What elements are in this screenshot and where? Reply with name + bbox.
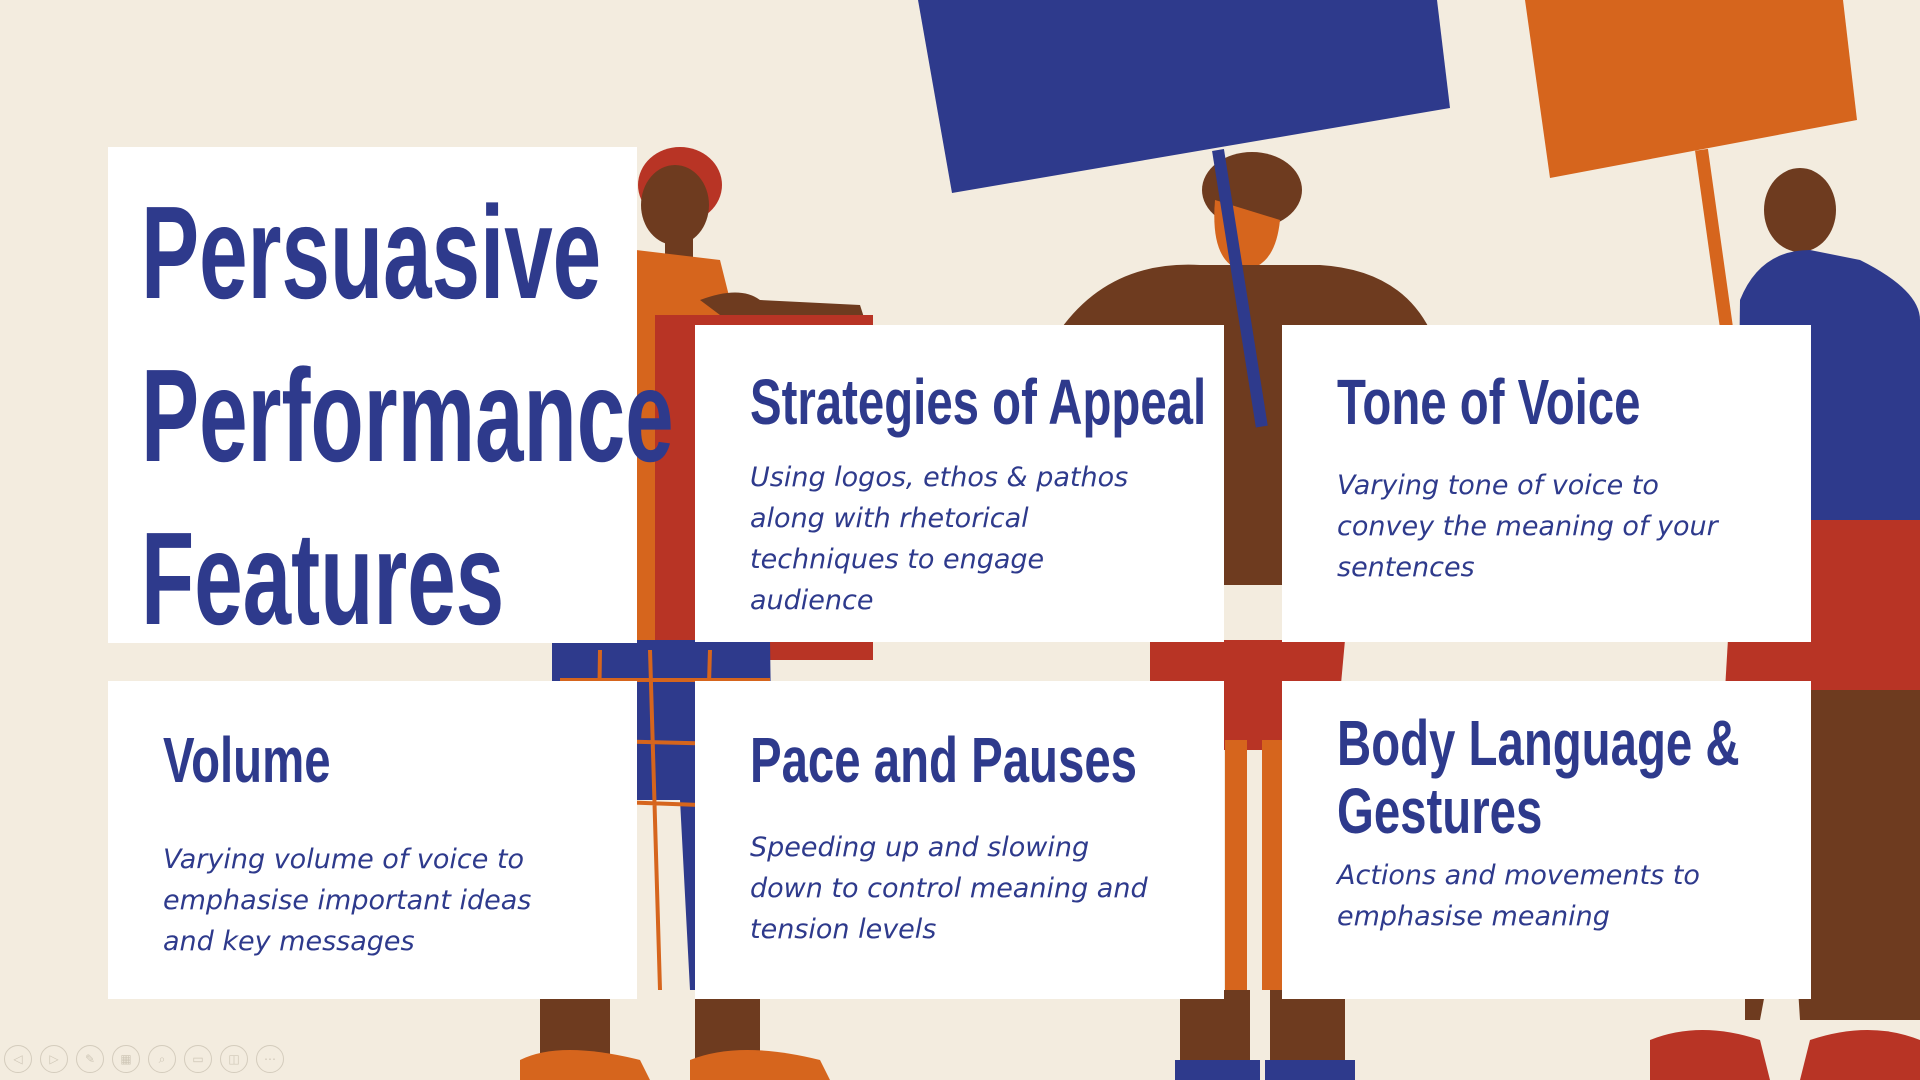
card-body: Varying volume of voice to emphasise imp… [163, 839, 531, 962]
card-heading: Volume [163, 724, 331, 796]
title-card: Persuasive Performance Features [108, 147, 674, 652]
heading-line: Gestures [1337, 775, 1543, 847]
ellipsis-icon: ⋯ [264, 1052, 276, 1066]
body-line: sentences [1337, 552, 1475, 583]
body-line: along with rhetorical [750, 503, 1029, 534]
body-line: emphasise important ideas [163, 885, 532, 916]
blue-sign [918, 0, 1450, 193]
subtitles-icon: ▭ [192, 1052, 204, 1066]
arrow-left-icon: ◁ [13, 1052, 23, 1066]
body-line: emphasise meaning [1337, 901, 1610, 932]
feature-card-tone-of-voice: Tone of Voice Varying tone of voice to c… [1282, 325, 1811, 642]
body-line: Using logos, ethos & pathos [750, 462, 1129, 493]
card-heading: Tone of Voice [1337, 366, 1641, 438]
slide-title: Persuasive Performance Features [141, 171, 674, 660]
feature-card-strategies: Strategies of Appeal Using logos, ethos … [695, 325, 1224, 642]
arrow-right-icon: ▷ [49, 1052, 59, 1066]
card-body: Speeding up and slowing down to control … [750, 827, 1148, 950]
body-line: and key messages [163, 926, 415, 957]
card-body: Using logos, ethos & pathos along with r… [750, 457, 1128, 621]
body-line: techniques to engage [750, 544, 1045, 575]
orange-sign-pole [1695, 148, 1733, 329]
see-all-slides-button[interactable]: ▦ [112, 1045, 140, 1073]
camera-button[interactable]: ◫ [220, 1045, 248, 1073]
camera-icon: ◫ [228, 1052, 240, 1066]
body-line: audience [750, 585, 874, 616]
grid-icon: ▦ [120, 1052, 132, 1066]
subtitles-button[interactable]: ▭ [184, 1045, 212, 1073]
body-line: tension levels [750, 914, 937, 945]
title-line: Persuasive [141, 179, 602, 326]
more-options-button[interactable]: ⋯ [256, 1045, 284, 1073]
zoom-button[interactable]: ⌕ [148, 1045, 176, 1073]
card-body: Varying tone of voice to convey the mean… [1337, 465, 1718, 588]
pen-icon: ✎ [84, 1052, 96, 1066]
presentation-toolbar: ◁ ▷ ✎ ▦ ⌕ ▭ ◫ ⋯ [4, 1045, 284, 1073]
body-line: Speeding up and slowing [750, 832, 1090, 863]
body-line: down to control meaning and [750, 873, 1148, 904]
next-slide-button[interactable]: ▷ [40, 1045, 68, 1073]
title-line: Features [141, 505, 505, 652]
card-heading: Pace and Pauses [750, 724, 1137, 796]
title-line: Performance [141, 342, 674, 489]
heading-line: Body Language & [1337, 707, 1740, 779]
feature-card-volume: Volume Varying volume of voice to emphas… [108, 681, 637, 999]
body-line: Varying volume of voice to [163, 844, 525, 875]
feature-card-pace-and-pauses: Pace and Pauses Speeding up and slowing … [695, 681, 1224, 999]
body-line: Varying tone of voice to [1337, 470, 1659, 501]
card-heading: Strategies of Appeal [750, 366, 1207, 438]
orange-sign [1525, 0, 1857, 178]
card-heading: Body Language & Gestures [1337, 709, 1740, 845]
previous-slide-button[interactable]: ◁ [4, 1045, 32, 1073]
feature-card-body-language: Body Language & Gestures Actions and mov… [1282, 681, 1811, 999]
pen-button[interactable]: ✎ [76, 1045, 104, 1073]
card-body: Actions and movements to emphasise meani… [1337, 855, 1700, 937]
body-line: convey the meaning of your [1337, 511, 1718, 542]
magnifier-icon: ⌕ [158, 1051, 166, 1066]
body-line: Actions and movements to [1337, 860, 1700, 891]
